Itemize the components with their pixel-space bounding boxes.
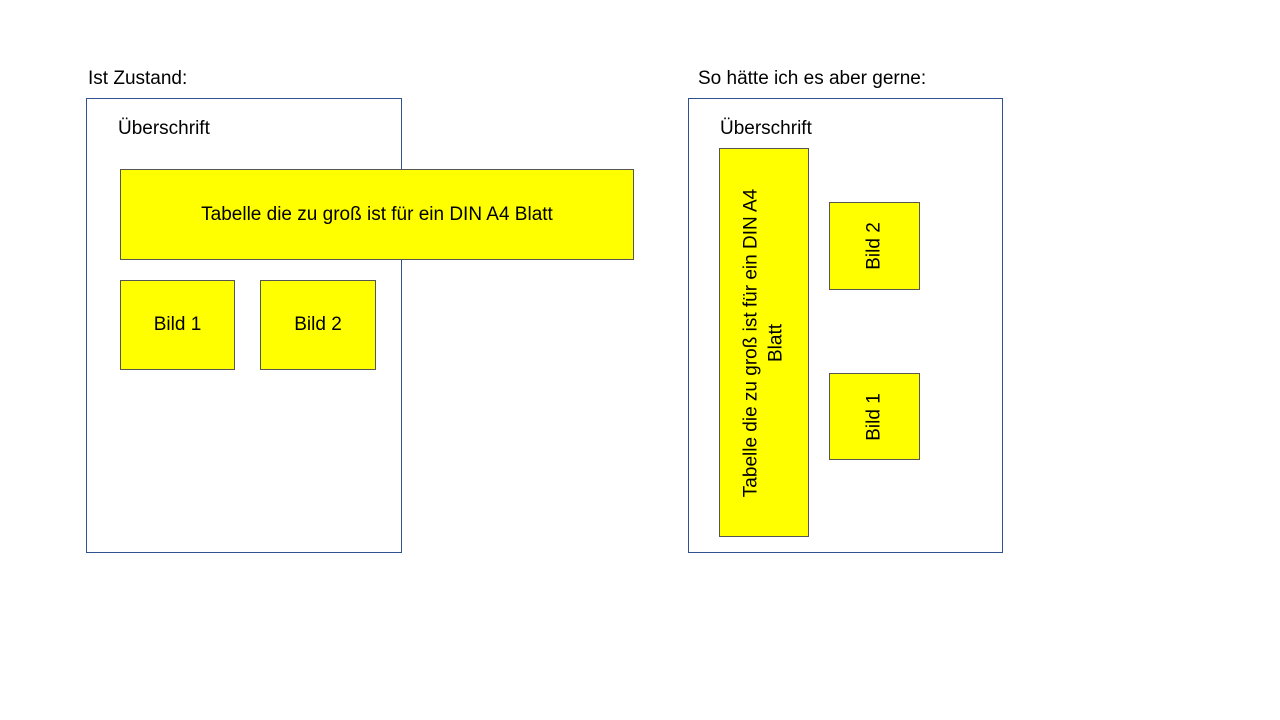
left-image2-box: Bild 2	[260, 280, 376, 370]
left-image1-box: Bild 1	[120, 280, 235, 370]
left-table-box: Tabelle die zu groß ist für ein DIN A4 B…	[120, 169, 634, 260]
left-image2-label: Bild 2	[294, 314, 342, 335]
right-table-line1: Tabelle die zu groß ist für ein DIN A4	[740, 188, 762, 497]
left-table-label: Tabelle die zu groß ist für ein DIN A4 B…	[201, 203, 553, 225]
right-page-title: Überschrift	[720, 118, 812, 139]
right-image1-label: Bild 1	[863, 392, 885, 441]
right-table-label: Tabelle die zu groß ist für ein DIN A4 B…	[739, 188, 788, 496]
right-heading: So hätte ich es aber gerne:	[698, 68, 927, 89]
right-table-box: Tabelle die zu groß ist für ein DIN A4 B…	[719, 148, 809, 537]
right-table-line2: Blatt	[765, 323, 786, 362]
right-image2-box: Bild 2	[829, 202, 920, 290]
right-image1-box: Bild 1	[829, 373, 920, 460]
left-page-title: Überschrift	[118, 118, 210, 139]
left-image1-label: Bild 1	[153, 314, 202, 335]
left-heading: Ist Zustand:	[88, 68, 188, 89]
right-image2-label: Bild 2	[863, 222, 885, 270]
